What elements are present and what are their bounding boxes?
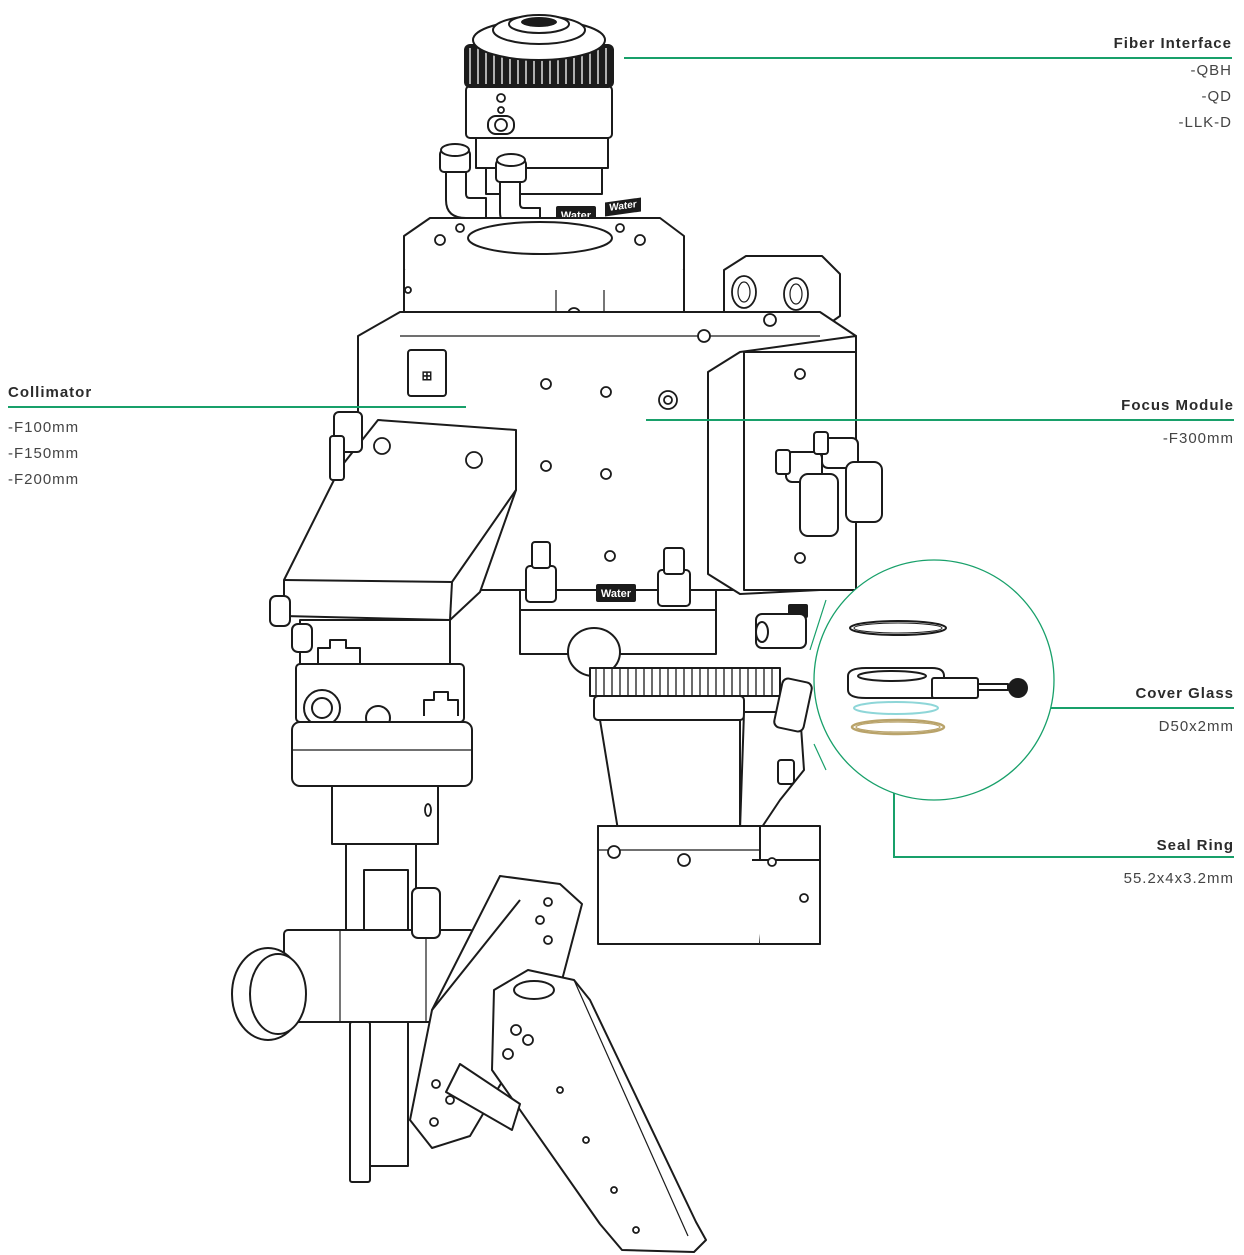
crossjet-arm bbox=[409, 875, 707, 1253]
svg-text:⊞: ⊞ bbox=[422, 368, 433, 383]
fiber-interface-title: Fiber Interface bbox=[1113, 35, 1232, 52]
elbow-fittings-side bbox=[775, 431, 883, 537]
seal-ring-callout: Seal Ring 55.2x4x3.2mm bbox=[1124, 837, 1234, 892]
seal-ring-spec: 55.2x4x3.2mm bbox=[1123, 870, 1234, 887]
collimator-spec: -F100mm bbox=[8, 419, 80, 436]
collimator-stack bbox=[269, 595, 473, 787]
fiber-connector bbox=[464, 14, 614, 195]
water-label-front: Water bbox=[601, 588, 632, 600]
cover-glass-callout: Cover Glass D50x2mm bbox=[1135, 685, 1234, 740]
fiber-interface-spec: -LLK-D bbox=[1178, 114, 1232, 131]
focus-module-callout: Focus Module -F300mm bbox=[1121, 397, 1234, 452]
collimator-callout: Collimator -F100mm -F150mm -F200mm bbox=[8, 384, 92, 493]
focus-lower: Water bbox=[519, 541, 808, 677]
gear-nozzle bbox=[589, 667, 821, 945]
collimator-block bbox=[283, 411, 517, 621]
focus-module-spec: -F300mm bbox=[1162, 430, 1234, 447]
seal-ring-title: Seal Ring bbox=[1156, 837, 1234, 854]
collimator-spec: -F150mm bbox=[8, 445, 80, 462]
cover-glass-title: Cover Glass bbox=[1135, 685, 1234, 702]
fiber-interface-spec: -QBH bbox=[1190, 62, 1232, 79]
focus-module-title: Focus Module bbox=[1121, 397, 1234, 414]
cover-glass-spec: D50x2mm bbox=[1158, 718, 1234, 735]
detail-circle bbox=[809, 559, 1055, 801]
fiber-interface-spec: -QD bbox=[1201, 88, 1232, 105]
lower-tube bbox=[231, 785, 475, 1183]
fiber-interface-callout: Fiber Interface -QBH -QD -LLK-D bbox=[1114, 35, 1232, 136]
collimator-title: Collimator bbox=[8, 384, 93, 401]
collimator-spec: -F200mm bbox=[8, 471, 80, 488]
